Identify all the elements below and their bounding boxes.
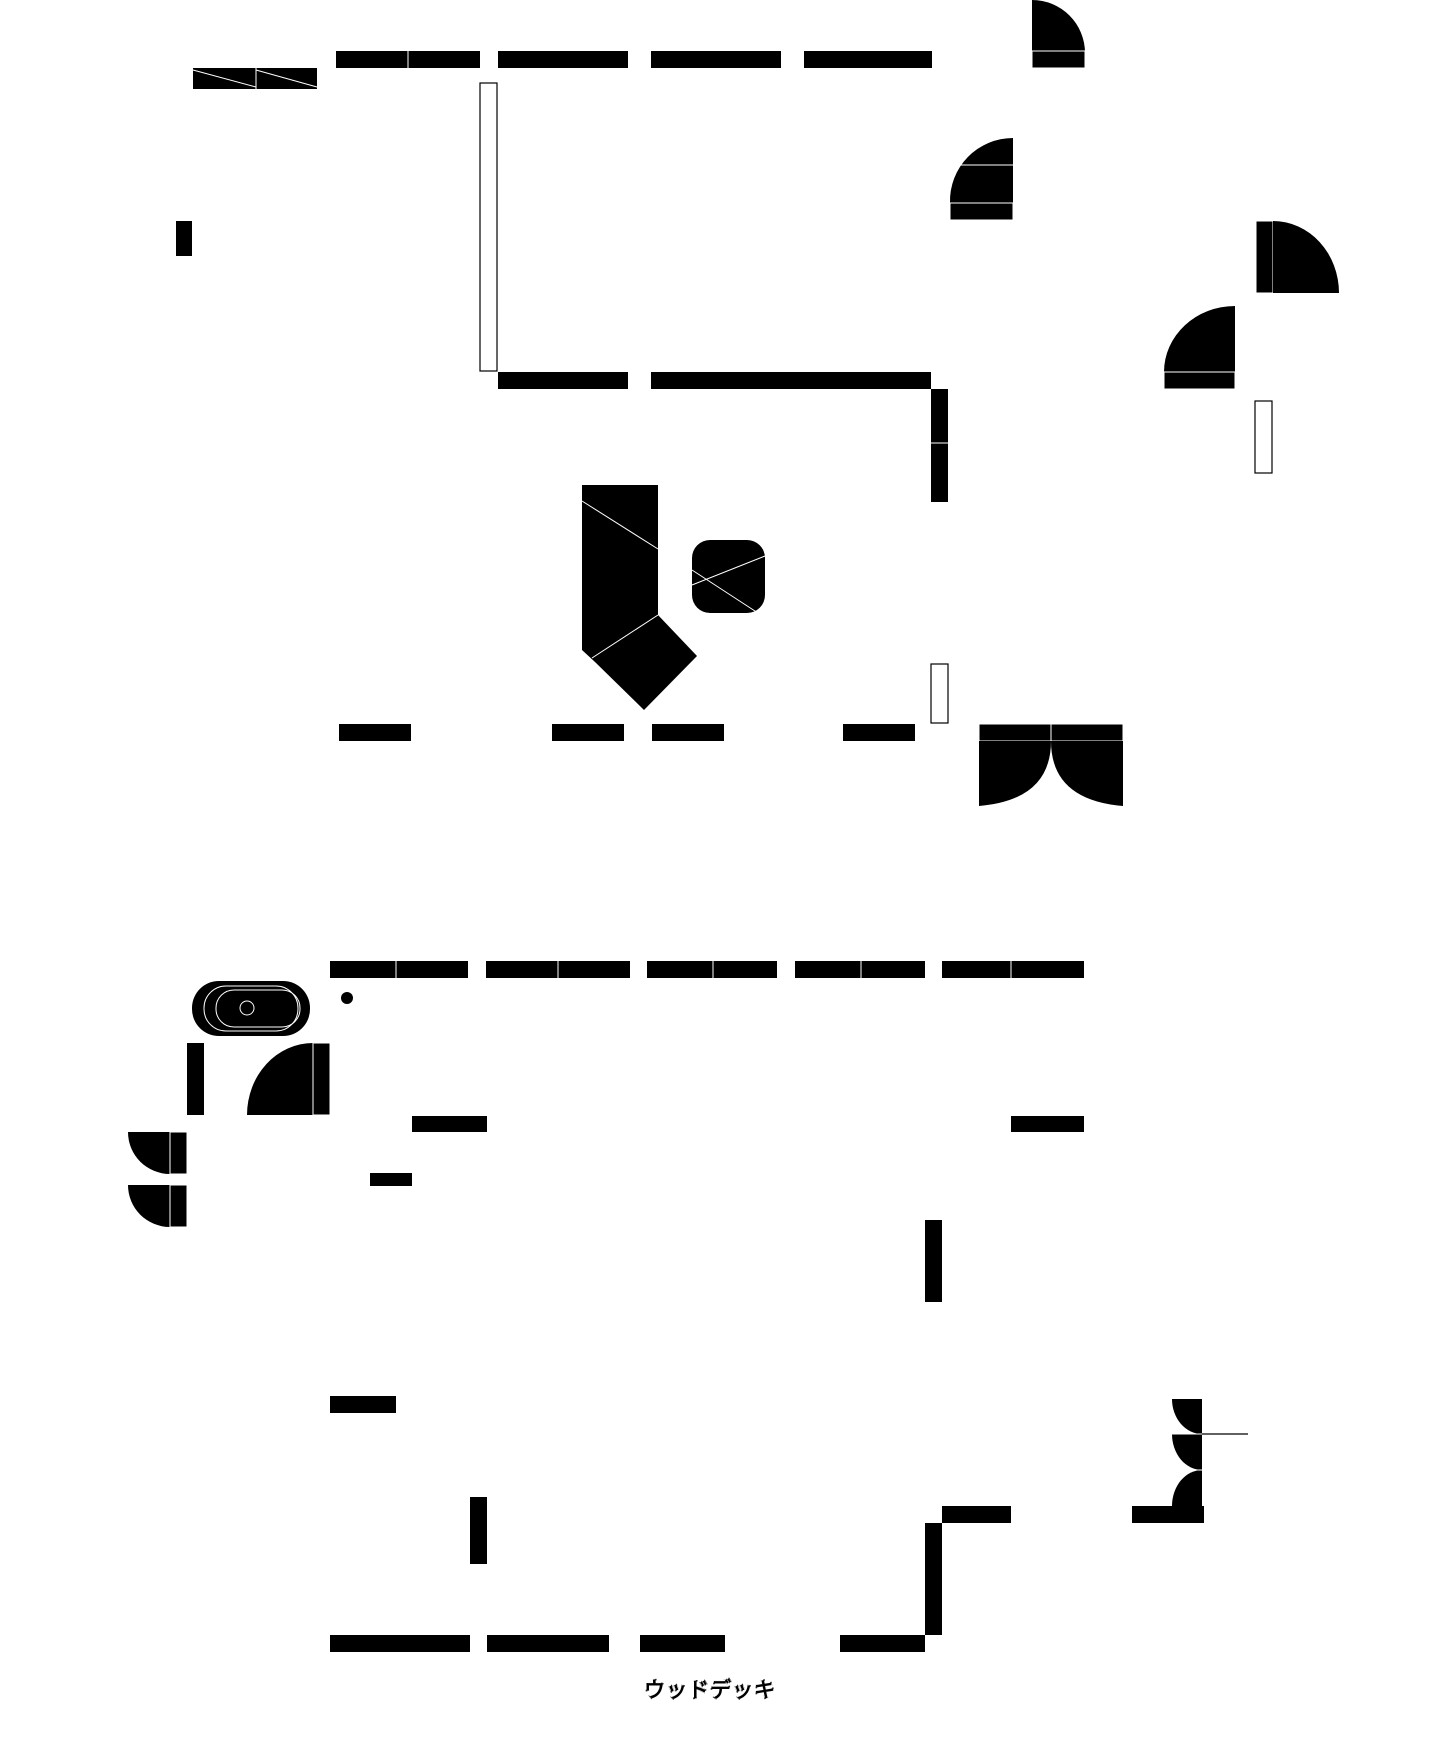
- wall-segment: [843, 724, 915, 741]
- wall-segment: [804, 51, 932, 68]
- wall-segment: [640, 1635, 725, 1652]
- lower-floor-doors: [128, 1042, 1248, 1506]
- wall-segment: [487, 1635, 609, 1652]
- wall-segment: [193, 68, 317, 89]
- folding-door: [1172, 1399, 1248, 1506]
- door-swing: [1255, 220, 1339, 294]
- door-swing: [247, 1042, 331, 1116]
- wall-segment: [370, 1173, 412, 1186]
- wall-segment: [330, 1635, 470, 1652]
- staircase: [581, 485, 697, 710]
- wood-deck-label: ウッドデッキ: [643, 1677, 776, 1702]
- drain-dot: [341, 992, 353, 1004]
- wall-segment: [330, 1396, 396, 1413]
- wall-segment: [339, 724, 411, 741]
- lower-floor-walls: [187, 961, 1204, 1652]
- upper-floor-doors: [949, 0, 1339, 806]
- wall-segment: [840, 1635, 925, 1652]
- window: [1254, 400, 1273, 474]
- wall-segment: [552, 724, 624, 741]
- door-swing: [1031, 0, 1086, 69]
- window: [930, 663, 949, 724]
- wall-segment: [942, 1506, 1011, 1523]
- wall-segment: [651, 372, 931, 389]
- door-swing: [128, 1184, 188, 1228]
- door-swing: [949, 138, 1014, 221]
- wall-segment: [795, 961, 925, 978]
- wall-segment: [187, 1043, 204, 1115]
- wall-segment: [330, 961, 468, 978]
- upper-floor-walls: [176, 51, 1273, 741]
- door-swing: [1163, 306, 1236, 390]
- wall-segment: [176, 221, 192, 256]
- fixture-square: [691, 540, 766, 614]
- wall-segment: [470, 1497, 487, 1564]
- door-swing: [128, 1131, 188, 1175]
- wall-segment: [651, 51, 781, 68]
- wall-segment: [925, 1523, 942, 1635]
- wall-segment: [412, 1116, 487, 1132]
- wall-segment: [942, 961, 1084, 978]
- wall-segment: [647, 961, 777, 978]
- wall-segment: [498, 51, 628, 68]
- wall-segment: [1011, 1116, 1084, 1132]
- bathtub: [192, 981, 310, 1036]
- wall-segment: [652, 724, 724, 741]
- wall-segment: [925, 1220, 942, 1302]
- wall-segment: [1132, 1506, 1204, 1523]
- double-door: [978, 723, 1124, 806]
- wall-segment: [498, 372, 628, 389]
- wall-segment: [931, 389, 948, 502]
- window: [479, 82, 498, 372]
